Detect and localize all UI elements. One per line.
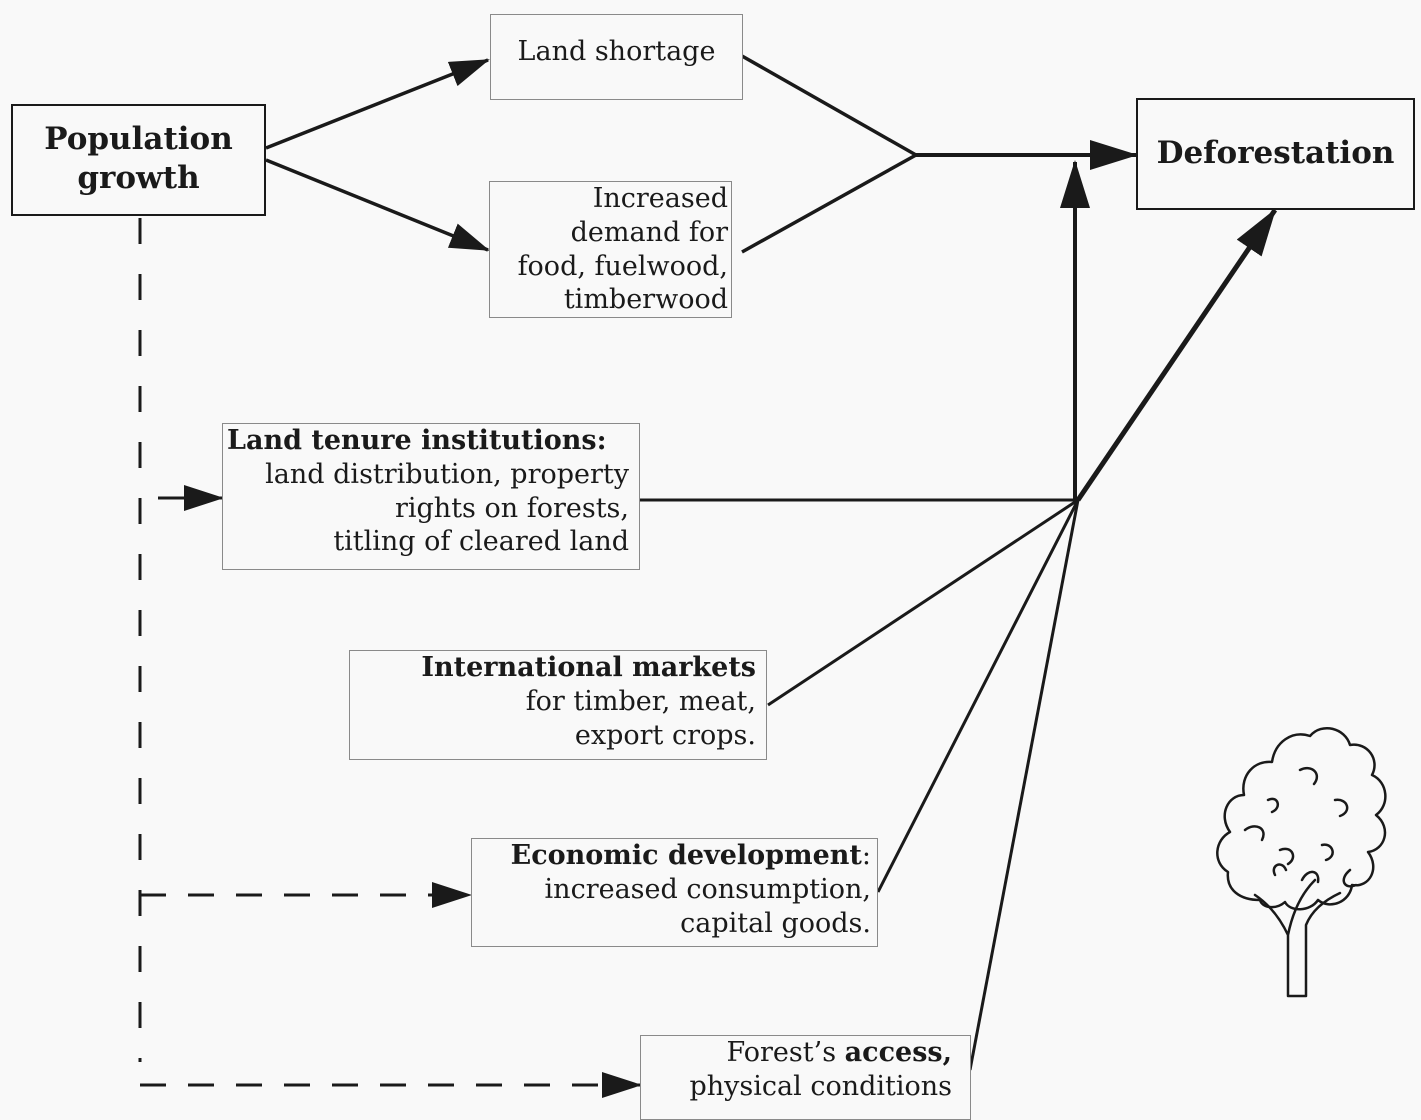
international-markets-line-2: export crops. bbox=[574, 719, 756, 751]
economic-development-colon: : bbox=[861, 840, 871, 871]
tree-icon bbox=[1216, 726, 1387, 998]
arrow-population-to-demand bbox=[265, 158, 490, 252]
land-tenure-heading: Land tenure institutions: bbox=[227, 425, 607, 456]
land-tenure-box: Land tenure institutions: land distribut… bbox=[222, 423, 640, 570]
population-growth-line2: growth bbox=[77, 159, 200, 196]
international-markets-box: International markets for timber, meat, … bbox=[349, 650, 767, 760]
line-land-shortage-to-junction bbox=[741, 54, 917, 157]
international-markets-heading: International markets bbox=[421, 652, 756, 683]
international-markets-line-1: for timber, meat, bbox=[525, 685, 756, 717]
demand-line-4: timberwood bbox=[563, 284, 728, 316]
arrow-junction-to-deforestation-diagonal bbox=[1075, 208, 1278, 502]
economic-development-heading-line: Economic development: bbox=[472, 839, 871, 873]
land-shortage-label: Land shortage bbox=[517, 36, 716, 67]
line-markets-to-junction bbox=[767, 498, 1079, 707]
line-economic-to-junction bbox=[876, 499, 1080, 893]
line-access-to-junction bbox=[968, 499, 1080, 1071]
demand-line-2: demand for bbox=[570, 216, 728, 248]
population-growth-line1: Population bbox=[44, 121, 233, 157]
land-tenure-line-3: titling of cleared land bbox=[333, 526, 629, 558]
economic-development-heading: Economic development bbox=[510, 840, 862, 871]
forest-access-line-1: Forest’s access, bbox=[641, 1036, 952, 1070]
population-growth-box: Population growth bbox=[11, 104, 266, 216]
forest-access-prefix: Forest’s bbox=[726, 1037, 845, 1068]
arrow-population-to-land-shortage bbox=[265, 58, 490, 150]
demand-line-3: food, fuelwood, bbox=[517, 250, 728, 282]
land-tenure-line-1: land distribution, property bbox=[265, 458, 629, 490]
increased-demand-box: Increased demand for food, fuelwood, tim… bbox=[489, 181, 732, 318]
line-demand-to-junction bbox=[741, 153, 917, 254]
forest-access-bold: access, bbox=[844, 1037, 952, 1068]
deforestation-box: Deforestation bbox=[1136, 98, 1415, 210]
land-shortage-box: Land shortage bbox=[490, 14, 743, 100]
economic-development-box: Economic development: increased consumpt… bbox=[471, 838, 878, 947]
economic-development-line-1: increased consumption, bbox=[544, 873, 871, 905]
deforestation-label: Deforestation bbox=[1156, 135, 1395, 171]
forest-access-box: Forest’s access, physical conditions bbox=[640, 1035, 971, 1120]
economic-development-line-2: capital goods. bbox=[680, 907, 871, 939]
land-tenure-line-2: rights on forests, bbox=[394, 492, 629, 524]
demand-line-1: Increased bbox=[592, 183, 728, 214]
forest-access-line-2: physical conditions bbox=[689, 1070, 952, 1102]
